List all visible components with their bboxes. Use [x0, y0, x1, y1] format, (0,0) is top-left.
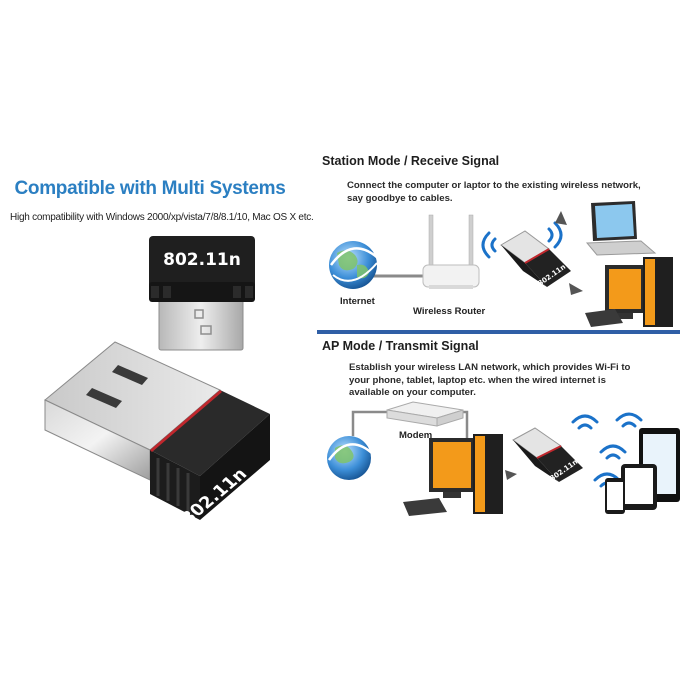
usb-dongle-rear-image: 802.11n [149, 236, 255, 351]
arrow-icon [505, 470, 517, 480]
ap-mode-diagram: 802.11n [327, 401, 680, 516]
laptop-icon [585, 201, 657, 256]
station-mode-title: Station Mode / Receive Signal [322, 154, 500, 168]
wifi-signal-icon [481, 221, 563, 259]
station-mode-diagram: 802.11n [329, 201, 673, 327]
ap-mode-description: Establish your wireless LAN network, whi… [349, 362, 630, 400]
label-modem: Modem [399, 430, 433, 441]
ap-desc-line2: your phone, tablet, laptop etc. when the… [349, 374, 606, 386]
globe-icon [329, 241, 380, 289]
dongle-small-label: 802.11n [163, 250, 241, 270]
station-desc-line2: say goodbye to cables. [347, 192, 453, 204]
label-internet: Internet [340, 296, 375, 307]
modem-icon [386, 401, 464, 427]
ap-desc-line1: Establish your wireless LAN network, whi… [349, 362, 631, 373]
station-mode-description: Connect the computer or laptor to the ex… [347, 180, 641, 205]
compatibility-title: Compatible with Multi Systems [14, 178, 286, 199]
ap-mode-title: AP Mode / Transmit Signal [322, 339, 479, 353]
arrow-icon [555, 211, 583, 295]
smartphone-icon [605, 478, 625, 514]
ap-desc-line3: available on your computer. [349, 387, 476, 398]
label-wireless-router: Wireless Router [413, 306, 486, 317]
usb-dongle-icon: 802.11n [500, 230, 571, 288]
station-desc-line1: Connect the computer or laptor to the ex… [347, 180, 641, 191]
desktop-computer-icon [585, 257, 673, 327]
usb-dongle-icon: 802.11n [512, 427, 583, 483]
section-divider [317, 330, 680, 334]
compatibility-subtitle: High compatibility with Windows 2000/xp/… [10, 212, 314, 223]
wireless-router-icon [422, 214, 480, 289]
desktop-computer-icon [403, 434, 503, 516]
tablet-small-icon [621, 464, 657, 510]
globe-icon [327, 436, 374, 480]
usb-dongle-front-image: 802.11n [44, 341, 270, 528]
